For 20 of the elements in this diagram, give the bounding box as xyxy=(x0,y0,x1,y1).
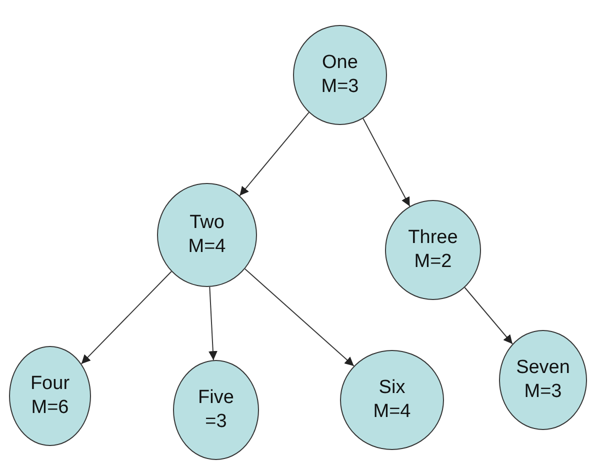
arrow xyxy=(362,118,410,207)
node-label: M=3 xyxy=(321,75,359,99)
node-label: Two xyxy=(190,211,224,235)
arrow xyxy=(464,287,513,344)
node-label: M=2 xyxy=(414,250,452,274)
arrow xyxy=(239,112,310,196)
node-label: Three xyxy=(408,226,458,250)
node-label: M=6 xyxy=(31,396,69,420)
node-label: Six xyxy=(378,376,406,400)
arrow xyxy=(244,268,354,366)
node-label: Five xyxy=(198,386,234,410)
node-label: M=4 xyxy=(188,235,226,259)
node-label: One xyxy=(322,51,358,75)
arrow xyxy=(80,271,172,364)
arrow xyxy=(208,286,218,361)
node-label: M=4 xyxy=(373,400,411,424)
node-label: Four xyxy=(30,372,70,396)
node-label: Seven xyxy=(516,356,570,380)
node-label: M=3 xyxy=(524,380,562,404)
node-label: =3 xyxy=(205,410,227,434)
